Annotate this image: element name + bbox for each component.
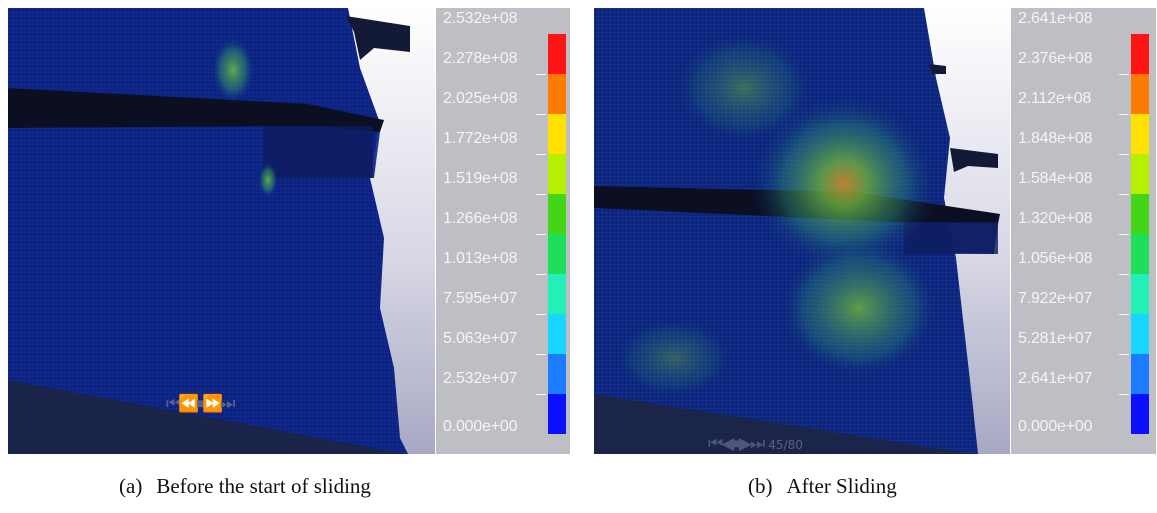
- legend-tick: 2.532e+07: [443, 370, 518, 387]
- colorbar-segment: [548, 394, 566, 434]
- legend-tick: 1.266e+08: [443, 210, 518, 227]
- colorbar-tick-mark: [536, 274, 546, 275]
- legend-tick: 2.641e+08: [1018, 10, 1093, 27]
- colorbar-tick-mark: [1119, 274, 1129, 275]
- legend-tick: 1.519e+08: [443, 170, 518, 187]
- colorbar-tick-mark: [536, 74, 546, 75]
- panel-after-sliding: ⏮◀⏹▶⏭45/80 2.641e+08 2.376e+08 2.112e+08…: [594, 8, 1156, 454]
- legend-tick: 1.013e+08: [443, 250, 518, 267]
- legend-tick: 2.641e+07: [1018, 370, 1093, 387]
- colorbar-legend: 2.641e+08 2.376e+08 2.112e+08 1.848e+08 …: [1011, 8, 1156, 454]
- legend-tick: 1.772e+08: [443, 130, 518, 147]
- colorbar-tick-mark: [536, 394, 546, 395]
- colorbar-tick-mark: [536, 114, 546, 115]
- colorbar-tick-mark: [1119, 74, 1129, 75]
- legend-tick: 5.063e+07: [443, 330, 518, 347]
- top-bracket: [346, 16, 410, 60]
- side-bracket: [950, 148, 998, 172]
- mesh-render-before: [8, 8, 410, 454]
- legend-tick: 1.320e+08: [1018, 210, 1093, 227]
- plate-block: [263, 126, 373, 178]
- mesh-bottom-edge: [594, 394, 974, 454]
- colorbar-segment: [548, 194, 566, 234]
- colorbar-tick-mark: [1119, 394, 1129, 395]
- legend-tick: 7.595e+07: [443, 290, 518, 307]
- colorbar-segment: [548, 34, 566, 74]
- horizontal-plate: [8, 88, 384, 132]
- stress-spot: [614, 318, 734, 398]
- legend-tick: 2.532e+08: [443, 10, 518, 27]
- colorbar-segment: [1131, 354, 1149, 394]
- colorbar-segment: [1131, 34, 1149, 74]
- caption-label: (a): [119, 474, 143, 498]
- colorbar: [548, 34, 566, 434]
- legend-tick: 0.000e+00: [1018, 418, 1093, 435]
- colorbar-segment: [1131, 154, 1149, 194]
- colorbar-segment: [548, 274, 566, 314]
- colorbar-tick-mark: [1119, 354, 1129, 355]
- animation-controls[interactable]: ⏮⏪⏹⏩⏭: [166, 394, 235, 414]
- colorbar-tick-mark: [536, 234, 546, 235]
- colorbar-tick-mark: [536, 314, 546, 315]
- legend-tick: 2.278e+08: [443, 50, 518, 67]
- colorbar-tick-mark: [1119, 234, 1129, 235]
- colorbar-segment: [548, 114, 566, 154]
- colorbar-segment: [548, 354, 566, 394]
- colorbar-segment: [1131, 394, 1149, 434]
- fem-viewport-after[interactable]: ⏮◀⏹▶⏭45/80: [594, 8, 1010, 454]
- playback-icons[interactable]: ⏮⏪⏹⏩⏭: [166, 394, 235, 414]
- legend-tick: 0.000e+00: [443, 418, 518, 435]
- animation-controls[interactable]: ⏮◀⏹▶⏭45/80: [708, 434, 803, 454]
- legend-tick: 1.056e+08: [1018, 250, 1093, 267]
- top-bracket: [929, 64, 946, 74]
- colorbar-tick-mark: [536, 354, 546, 355]
- colorbar-segment: [1131, 274, 1149, 314]
- mesh-render-after: [594, 8, 1000, 454]
- stress-spot: [749, 93, 939, 273]
- colorbar-tick-mark: [536, 194, 546, 195]
- stress-spot: [779, 238, 939, 378]
- caption-b: (b) After Sliding: [748, 474, 897, 499]
- panel-before-sliding: ⏮⏪⏹⏩⏭ 2.532e+08 2.278e+08 2.025e+08 1.77…: [8, 8, 570, 454]
- legend-tick: 1.848e+08: [1018, 130, 1093, 147]
- legend-tick: 1.584e+08: [1018, 170, 1093, 187]
- colorbar-segment: [1131, 234, 1149, 274]
- colorbar-tick-mark: [1119, 154, 1129, 155]
- caption-text: After Sliding: [786, 474, 897, 498]
- stress-spot: [674, 33, 814, 143]
- frame-counter: 45/80: [768, 438, 803, 452]
- colorbar: [1131, 34, 1149, 434]
- legend-tick: 5.281e+07: [1018, 330, 1093, 347]
- stress-spot: [258, 162, 278, 198]
- caption-a: (a) Before the start of sliding: [119, 474, 371, 499]
- colorbar-segment: [548, 154, 566, 194]
- colorbar-tick-mark: [1119, 194, 1129, 195]
- colorbar-tick-mark: [536, 154, 546, 155]
- caption-label: (b): [748, 474, 773, 498]
- colorbar-segment: [1131, 314, 1149, 354]
- colorbar-segment: [548, 234, 566, 274]
- caption-text: Before the start of sliding: [156, 474, 371, 498]
- colorbar-tick-mark: [1119, 314, 1129, 315]
- legend-tick: 2.376e+08: [1018, 50, 1093, 67]
- colorbar-segment: [548, 314, 566, 354]
- colorbar-segment: [1131, 194, 1149, 234]
- stress-spot: [211, 36, 255, 104]
- mesh-bottom-edge: [8, 380, 406, 454]
- colorbar-segment: [1131, 114, 1149, 154]
- legend-tick: 7.922e+07: [1018, 290, 1093, 307]
- playback-icons[interactable]: ⏮◀⏹▶⏭: [708, 434, 765, 454]
- colorbar-tick-mark: [1119, 114, 1129, 115]
- colorbar-segment: [548, 74, 566, 114]
- colorbar-segment: [1131, 74, 1149, 114]
- legend-tick: 2.112e+08: [1018, 90, 1092, 107]
- colorbar-legend: 2.532e+08 2.278e+08 2.025e+08 1.772e+08 …: [436, 8, 570, 454]
- fem-viewport-before[interactable]: ⏮⏪⏹⏩⏭: [8, 8, 435, 454]
- mesh-body: [8, 8, 408, 454]
- legend-tick: 2.025e+08: [443, 90, 518, 107]
